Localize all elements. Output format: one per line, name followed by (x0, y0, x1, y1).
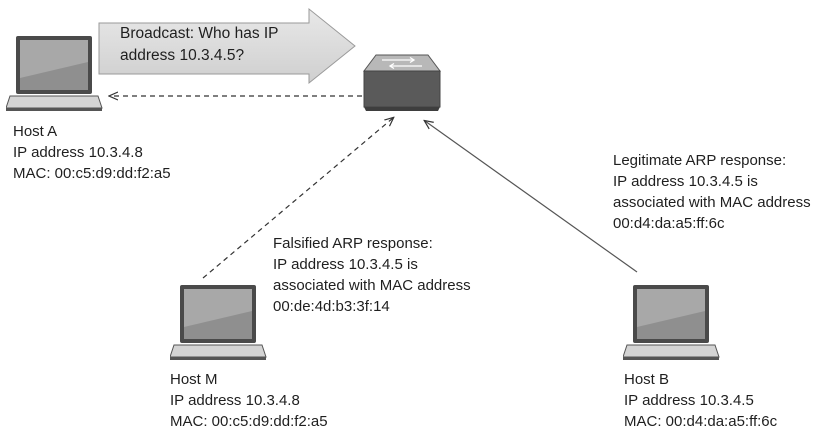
host-a-name: Host A (13, 123, 58, 140)
falsified-line-3: associated with MAC address (273, 277, 471, 294)
host-m-name: Host M (170, 371, 218, 388)
host-a-label: Host A IP address 10.3.4.8 MAC: 00:c5:d9… (13, 121, 171, 184)
network-switch-icon (363, 54, 441, 111)
legitimate-response-label: Legitimate ARP response: IP address 10.3… (613, 150, 811, 234)
legitimate-response-line (425, 121, 638, 273)
host-b-ip: IP address 10.3.4.5 (624, 392, 754, 409)
laptop-icon (170, 285, 267, 360)
laptop-icon (623, 285, 720, 360)
legitimate-line-4: 00:d4:da:a5:ff:6c (613, 215, 725, 232)
broadcast-text: Broadcast: Who has IP address 10.3.4.5? (120, 23, 279, 67)
host-b-mac: MAC: 00:d4:da:a5:ff:6c (624, 413, 778, 430)
host-m-mac: MAC: 00:c5:d9:dd:f2:a5 (170, 413, 328, 430)
legitimate-line-3: associated with MAC address (613, 194, 811, 211)
laptop-icon (6, 36, 103, 111)
host-b-label: Host B IP address 10.3.4.5 MAC: 00:d4:da… (624, 369, 777, 432)
broadcast-line-2: address 10.3.4.5? (120, 47, 245, 64)
host-m-ip: IP address 10.3.4.8 (170, 392, 300, 409)
falsified-line-4: 00:de:4d:b3:3f:14 (273, 298, 390, 315)
broadcast-line-1: Broadcast: Who has IP (120, 25, 279, 42)
legitimate-line-1: Legitimate ARP response: (613, 152, 787, 169)
host-b-name: Host B (624, 371, 670, 388)
host-a-mac: MAC: 00:c5:d9:dd:f2:a5 (13, 165, 171, 182)
falsified-line-2: IP address 10.3.4.5 is (273, 256, 418, 273)
broadcast-arrow (98, 7, 356, 85)
host-a-ip: IP address 10.3.4.8 (13, 144, 143, 161)
falsified-line-1: Falsified ARP response: (273, 235, 433, 252)
falsified-response-label: Falsified ARP response: IP address 10.3.… (273, 233, 471, 317)
host-m-label: Host M IP address 10.3.4.8 MAC: 00:c5:d9… (170, 369, 328, 432)
legitimate-line-2: IP address 10.3.4.5 is (613, 173, 758, 190)
